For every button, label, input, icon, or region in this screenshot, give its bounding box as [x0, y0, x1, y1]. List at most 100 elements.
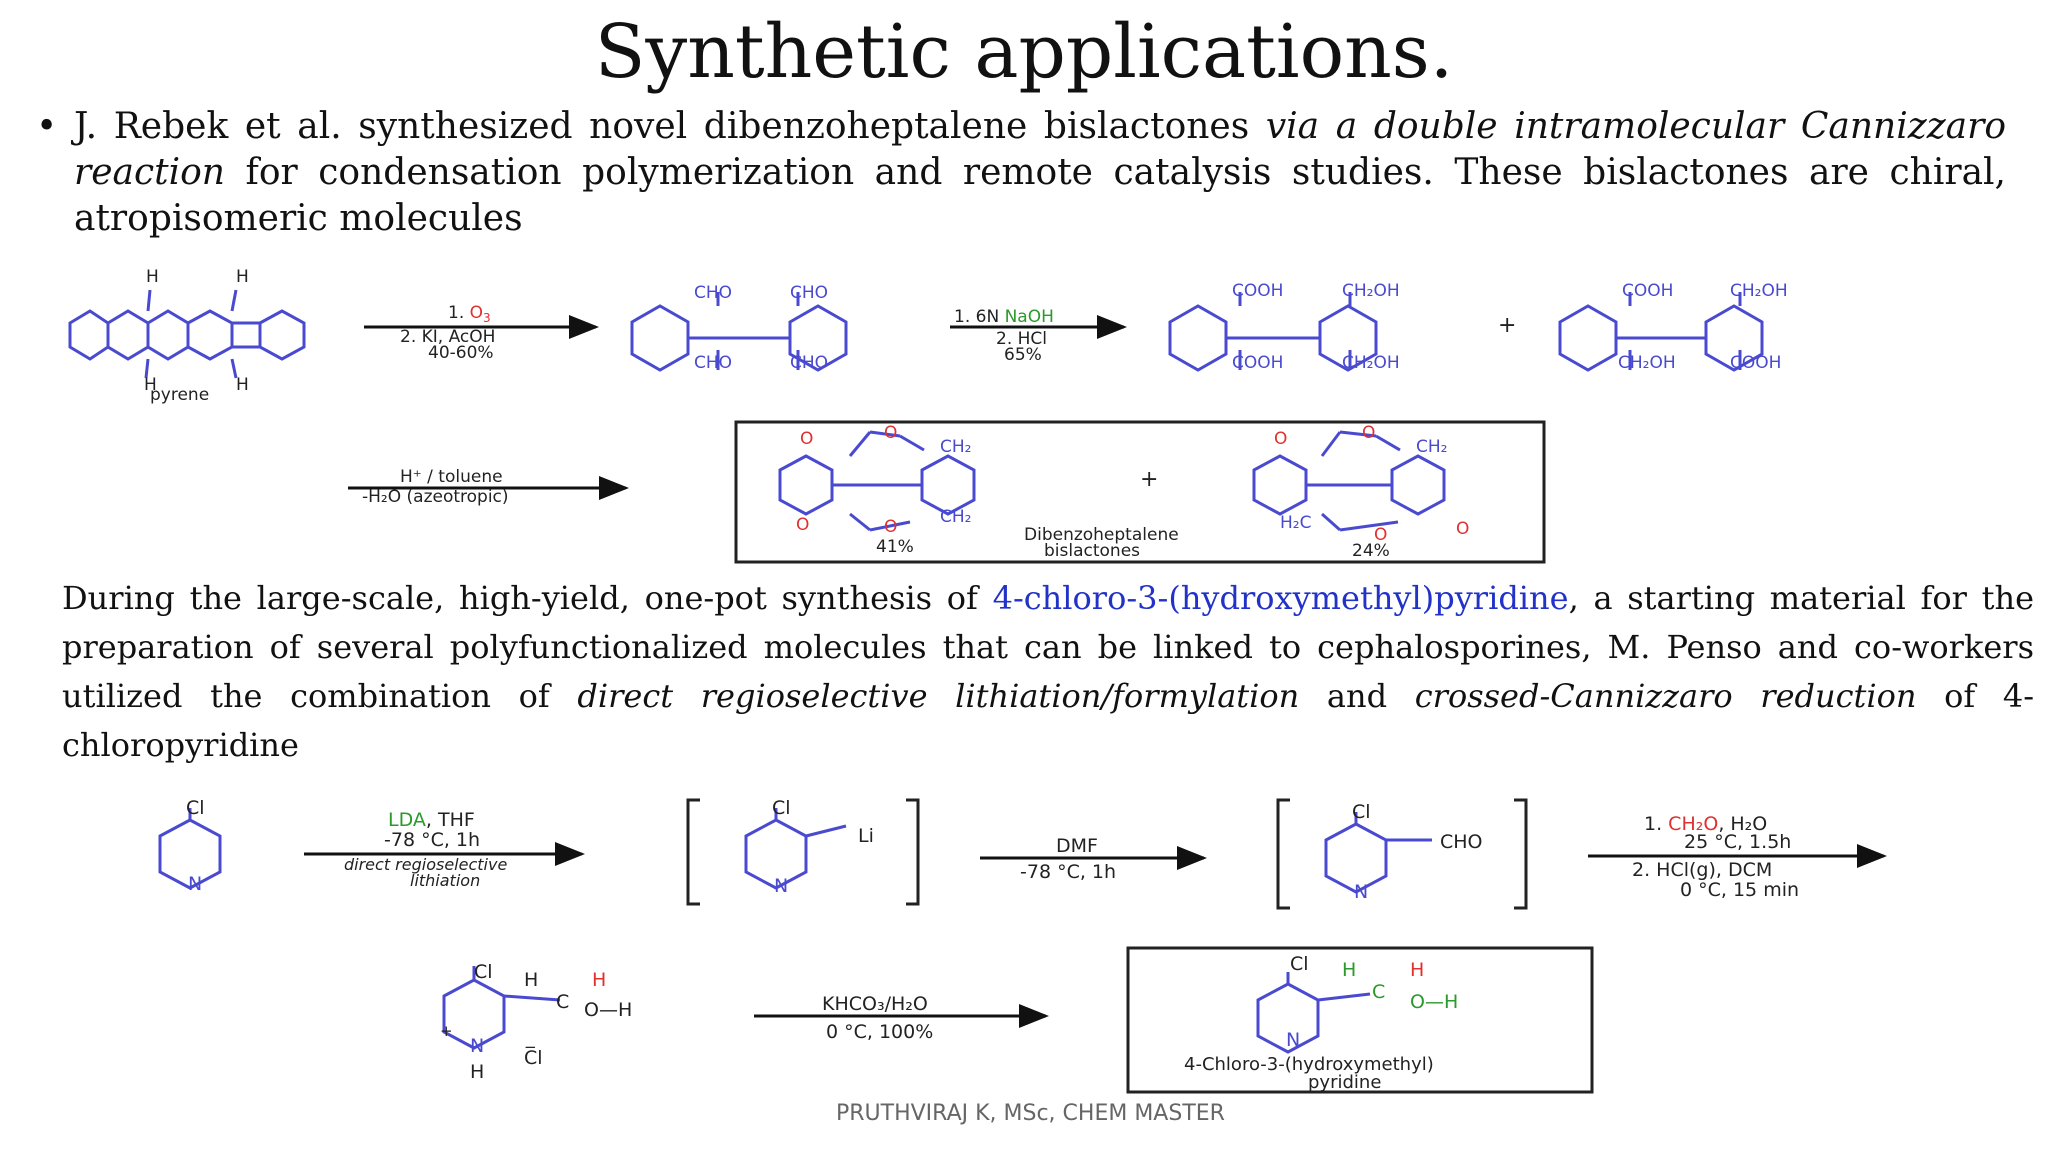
- step2-line1: 1. 6N NaOH: [954, 307, 1054, 327]
- yield-right: 24%: [1352, 541, 1390, 561]
- penso-paragraph: During the large-scale, high-yield, one-…: [62, 574, 2034, 770]
- cho-label: CHO: [1440, 831, 1483, 853]
- scheme2-labels: Cl N LDA, THF -78 °C, 1h direct regiosel…: [186, 797, 1799, 1093]
- product-label-line2: pyridine: [1308, 1072, 1381, 1093]
- neutralization-l1: KHCO₃/H₂O: [822, 993, 928, 1015]
- scheme2-arrows: [304, 842, 1887, 1028]
- lithiation-l1: LDA, THF: [388, 809, 475, 831]
- para-part-3: and: [1299, 677, 1415, 715]
- product-label-line1: 4-Chloro-3-(hydroxymethyl): [1184, 1054, 1434, 1075]
- scheme1: [68, 289, 1764, 532]
- step1-line2: 2. KI, AcOH: [400, 327, 495, 347]
- hydroxy-acid-1: [1168, 292, 1378, 372]
- cl-label: Cl: [474, 961, 493, 983]
- para-part-1: During the large-scale, high-yield, one-…: [62, 579, 993, 617]
- ch2oh-label: CH₂OH: [1730, 281, 1788, 301]
- para-italic-2: crossed-Cannizzaro reduction: [1414, 677, 1917, 715]
- cooh-label: COOH: [1622, 281, 1673, 301]
- h-label: H: [144, 375, 157, 395]
- h-label: H: [236, 375, 249, 395]
- lithiation-l4: lithiation: [410, 871, 480, 890]
- oh-label: O—H: [584, 999, 632, 1021]
- step3-line1: H⁺ / toluene: [400, 467, 503, 487]
- brackets: [686, 798, 1528, 910]
- plus-sign: +: [1498, 313, 1516, 338]
- bullet-text-rest: for condensation polymerization and remo…: [74, 152, 2006, 239]
- bullet-text: J. Rebek et al. synthesized novel dibenz…: [74, 104, 2006, 242]
- n-label: N: [188, 873, 202, 895]
- n-label: N: [774, 875, 788, 897]
- bullet-symbol: •: [36, 106, 58, 147]
- h-label: H: [1410, 959, 1424, 981]
- oxygen-label: O: [800, 429, 813, 449]
- cho-label: CHO: [790, 353, 828, 373]
- reduction-l3: 2. HCl(g), DCM: [1632, 859, 1772, 881]
- lithiation-l3: direct regioselective: [344, 855, 507, 874]
- step1-line3: 40-60%: [428, 343, 494, 363]
- cho-label: CHO: [790, 283, 828, 303]
- oxygen-label: O: [884, 517, 897, 537]
- bislactone-left: [778, 430, 976, 532]
- li-label: Li: [858, 825, 874, 847]
- bislactone-box: [734, 420, 1546, 564]
- compound-link[interactable]: 4-chloro-3-(hydroxymethyl)pyridine: [992, 579, 1569, 617]
- c-label: C: [556, 991, 569, 1013]
- hydroxy-acid-2: [1558, 292, 1764, 372]
- n-label: N: [1354, 881, 1368, 903]
- bullet-text-italic: via a double intramolecular Cannizzaro r…: [74, 106, 2007, 193]
- plus-charge: +: [440, 1022, 453, 1040]
- cooh-label: COOH: [1232, 281, 1283, 301]
- reduction-l1: 1. CH₂O, H₂O: [1644, 813, 1767, 835]
- ch2-label: CH₂: [1416, 437, 1447, 457]
- cl-label: Cl: [1290, 953, 1309, 975]
- oxygen-label: O: [1362, 423, 1375, 443]
- ch2oh-label: CH₂OH: [1618, 353, 1676, 373]
- cooh-label: COOH: [1730, 353, 1781, 373]
- c-label: C: [1372, 981, 1385, 1003]
- oxygen-label: O: [796, 515, 809, 535]
- bislactone-right: [1252, 430, 1446, 532]
- pyrene-label: pyrene: [150, 385, 209, 405]
- bullet-text-plain: J. Rebek et al. synthesized novel dibenz…: [74, 106, 1266, 147]
- pyrene-structure: [68, 289, 306, 379]
- step3-line2: -H₂O (azeotropic): [362, 487, 509, 507]
- scheme1-arrows: [348, 315, 1127, 500]
- h-label: H: [592, 969, 606, 991]
- cl-label: Cl: [186, 797, 205, 819]
- n-label: N: [470, 1035, 484, 1057]
- formylation-l1: DMF: [1056, 835, 1098, 857]
- oh-label: O—H: [1410, 991, 1458, 1013]
- minus-charge: −: [524, 1038, 537, 1056]
- h2c-label: H₂C: [1280, 513, 1311, 533]
- cho-label: CHO: [694, 353, 732, 373]
- yield-left: 41%: [876, 537, 914, 557]
- h-label: H: [470, 1061, 484, 1083]
- formylation-l2: -78 °C, 1h: [1020, 861, 1116, 883]
- oxygen-label: O: [884, 423, 897, 443]
- cl-label: Cl: [1352, 801, 1371, 823]
- box-label-line1: Dibenzoheptalene: [1024, 525, 1179, 545]
- h-label: H: [236, 267, 249, 287]
- oxygen-label: O: [1274, 429, 1287, 449]
- ch2oh-label: CH₂OH: [1342, 353, 1400, 373]
- step1-line1: 1. O3: [448, 303, 491, 325]
- cl-label: Cl: [772, 797, 791, 819]
- scheme1-labels: H H H H pyrene 1. O3 2. KI, AcOH 40-60% …: [144, 267, 1788, 561]
- scheme2-structures: [158, 808, 1432, 1054]
- dialdehyde-structure: [630, 292, 848, 372]
- step2-line2: 2. HCl: [996, 329, 1047, 349]
- cl-label: Cl: [524, 1047, 543, 1069]
- para-part-4: of 4-chloropyridine: [62, 677, 2035, 764]
- h-label: H: [1342, 959, 1356, 981]
- plus-sign: +: [1140, 467, 1158, 492]
- product-box: [1126, 946, 1594, 1094]
- step2-line3: 65%: [1004, 345, 1042, 365]
- para-part-2: , a starting material for the preparatio…: [62, 579, 2035, 715]
- reduction-l2: 25 °C, 1.5h: [1684, 831, 1791, 853]
- lithiation-l2: -78 °C, 1h: [384, 829, 480, 851]
- slide-title: Synthetic applications.: [594, 9, 1454, 95]
- h-label: H: [146, 267, 159, 287]
- ch2-label: CH₂: [940, 437, 971, 457]
- neutralization-l2: 0 °C, 100%: [826, 1021, 933, 1043]
- n-label: N: [1286, 1029, 1300, 1051]
